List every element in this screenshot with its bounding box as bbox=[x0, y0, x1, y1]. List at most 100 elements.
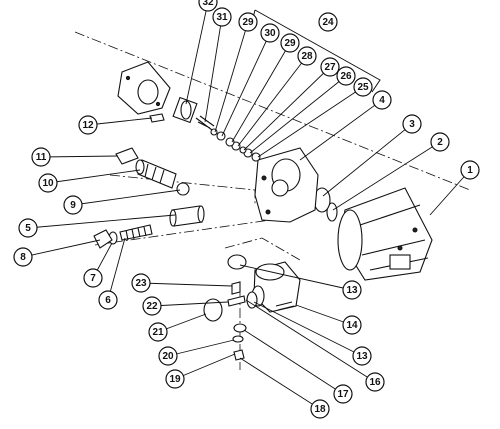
callout-26: 26 bbox=[336, 66, 356, 86]
leader-line-30 bbox=[221, 32, 271, 137]
callout-label: 7 bbox=[90, 273, 96, 284]
callout-circle bbox=[83, 268, 103, 288]
callout-label: 4 bbox=[379, 95, 385, 106]
callout-1: 1 bbox=[460, 160, 480, 180]
callout-circle bbox=[131, 273, 151, 293]
callout-label: 8 bbox=[20, 252, 26, 263]
leader-line-11 bbox=[40, 155, 119, 158]
end-cover-plate bbox=[117, 61, 171, 115]
callout-labels: 1234567891011121313141617181920212223242… bbox=[13, 0, 480, 419]
callout-13: 13 bbox=[342, 280, 362, 300]
callout-5: 5 bbox=[18, 218, 38, 238]
leader-line-32 bbox=[185, 1, 209, 105]
callout-3: 3 bbox=[402, 114, 422, 134]
callout-13: 13 bbox=[352, 346, 372, 366]
callout-circle bbox=[260, 23, 280, 43]
callout-circle bbox=[212, 7, 232, 27]
callout-circle bbox=[31, 147, 51, 167]
callout-label: 3 bbox=[409, 119, 415, 130]
callout-label: 14 bbox=[346, 320, 358, 331]
callout-31: 31 bbox=[212, 7, 232, 27]
ring-part-9 bbox=[176, 182, 190, 196]
callout-label: 21 bbox=[152, 327, 164, 338]
callout-18: 18 bbox=[310, 399, 330, 419]
callout-circle bbox=[38, 173, 58, 193]
callout-circle bbox=[13, 247, 33, 267]
callout-label: 24 bbox=[322, 17, 334, 28]
callout-label: 28 bbox=[301, 51, 313, 62]
leader-line-16 bbox=[245, 299, 376, 383]
callout-label: 2 bbox=[437, 137, 443, 148]
callout-circle bbox=[402, 114, 422, 134]
callout-label: 32 bbox=[202, 0, 214, 8]
callout-label: 12 bbox=[82, 120, 94, 131]
callout-label: 5 bbox=[25, 223, 31, 234]
callout-label: 22 bbox=[146, 301, 158, 312]
leader-line-23 bbox=[140, 282, 233, 287]
pin-part-22 bbox=[227, 295, 246, 307]
callout-label: 13 bbox=[346, 285, 358, 296]
callout-circle bbox=[198, 0, 218, 12]
leader-line-17 bbox=[243, 329, 344, 395]
impeller-part-32 bbox=[172, 96, 198, 124]
callout-8: 8 bbox=[13, 247, 33, 267]
callout-circle bbox=[342, 315, 362, 335]
callout-7: 7 bbox=[83, 268, 103, 288]
callout-16: 16 bbox=[365, 372, 385, 392]
callout-label: 9 bbox=[70, 200, 76, 211]
callout-label: 27 bbox=[324, 62, 336, 73]
callout-circle bbox=[336, 66, 356, 86]
elbow-axis-line bbox=[224, 237, 301, 261]
part-27-ring bbox=[239, 146, 247, 154]
callout-17: 17 bbox=[333, 384, 353, 404]
callout-circle bbox=[165, 369, 185, 389]
callout-32: 32 bbox=[198, 0, 218, 12]
callout-30: 30 bbox=[260, 23, 280, 43]
callout-circle bbox=[372, 90, 392, 110]
callout-circle bbox=[98, 290, 118, 310]
disc-part-21 bbox=[203, 298, 223, 322]
callout-label: 1 bbox=[467, 165, 473, 176]
callout-label: 10 bbox=[42, 178, 54, 189]
ring-part-13-lower bbox=[246, 291, 258, 309]
callout-label: 6 bbox=[105, 295, 111, 306]
callout-circle bbox=[18, 218, 38, 238]
callout-12: 12 bbox=[78, 115, 98, 135]
leader-line-9 bbox=[72, 189, 181, 206]
callout-2: 2 bbox=[430, 132, 450, 152]
callout-circle bbox=[158, 346, 178, 366]
callout-circle bbox=[297, 46, 317, 66]
callout-circle bbox=[310, 399, 330, 419]
filter-part-10 bbox=[135, 159, 177, 189]
callout-28: 28 bbox=[297, 46, 317, 66]
leader-line-29 bbox=[231, 42, 291, 143]
callout-9: 9 bbox=[63, 195, 83, 215]
callout-label: 30 bbox=[264, 28, 276, 39]
callout-label: 20 bbox=[162, 351, 174, 362]
callout-circle bbox=[280, 33, 300, 53]
plunger-part-6 bbox=[119, 224, 153, 241]
part-29-washer-a bbox=[225, 137, 235, 147]
leader-line-28 bbox=[237, 55, 308, 147]
plunger-axis-line bbox=[94, 219, 271, 246]
leader-line-5 bbox=[27, 214, 176, 229]
callout-circle bbox=[148, 322, 168, 342]
leader-line-25 bbox=[257, 86, 364, 158]
main-axis-line bbox=[74, 31, 471, 191]
callout-label: 26 bbox=[340, 71, 352, 82]
callout-24: 24 bbox=[318, 12, 338, 32]
callout-22: 22 bbox=[142, 296, 162, 316]
leader-line-13 bbox=[239, 264, 353, 291]
callout-circle bbox=[352, 346, 372, 366]
callout-23: 23 bbox=[131, 273, 151, 293]
leader-line-4 bbox=[299, 99, 383, 161]
callout-label: 17 bbox=[337, 389, 349, 400]
callout-19: 19 bbox=[165, 369, 185, 389]
callout-label: 16 bbox=[369, 377, 381, 388]
part-25-washer bbox=[251, 152, 261, 162]
nut-part-19 bbox=[233, 349, 245, 361]
leader-line-14 bbox=[295, 304, 353, 326]
callout-label: 31 bbox=[216, 12, 228, 23]
leader-line-22 bbox=[151, 301, 229, 307]
motor-housing-part-1 bbox=[337, 187, 433, 281]
